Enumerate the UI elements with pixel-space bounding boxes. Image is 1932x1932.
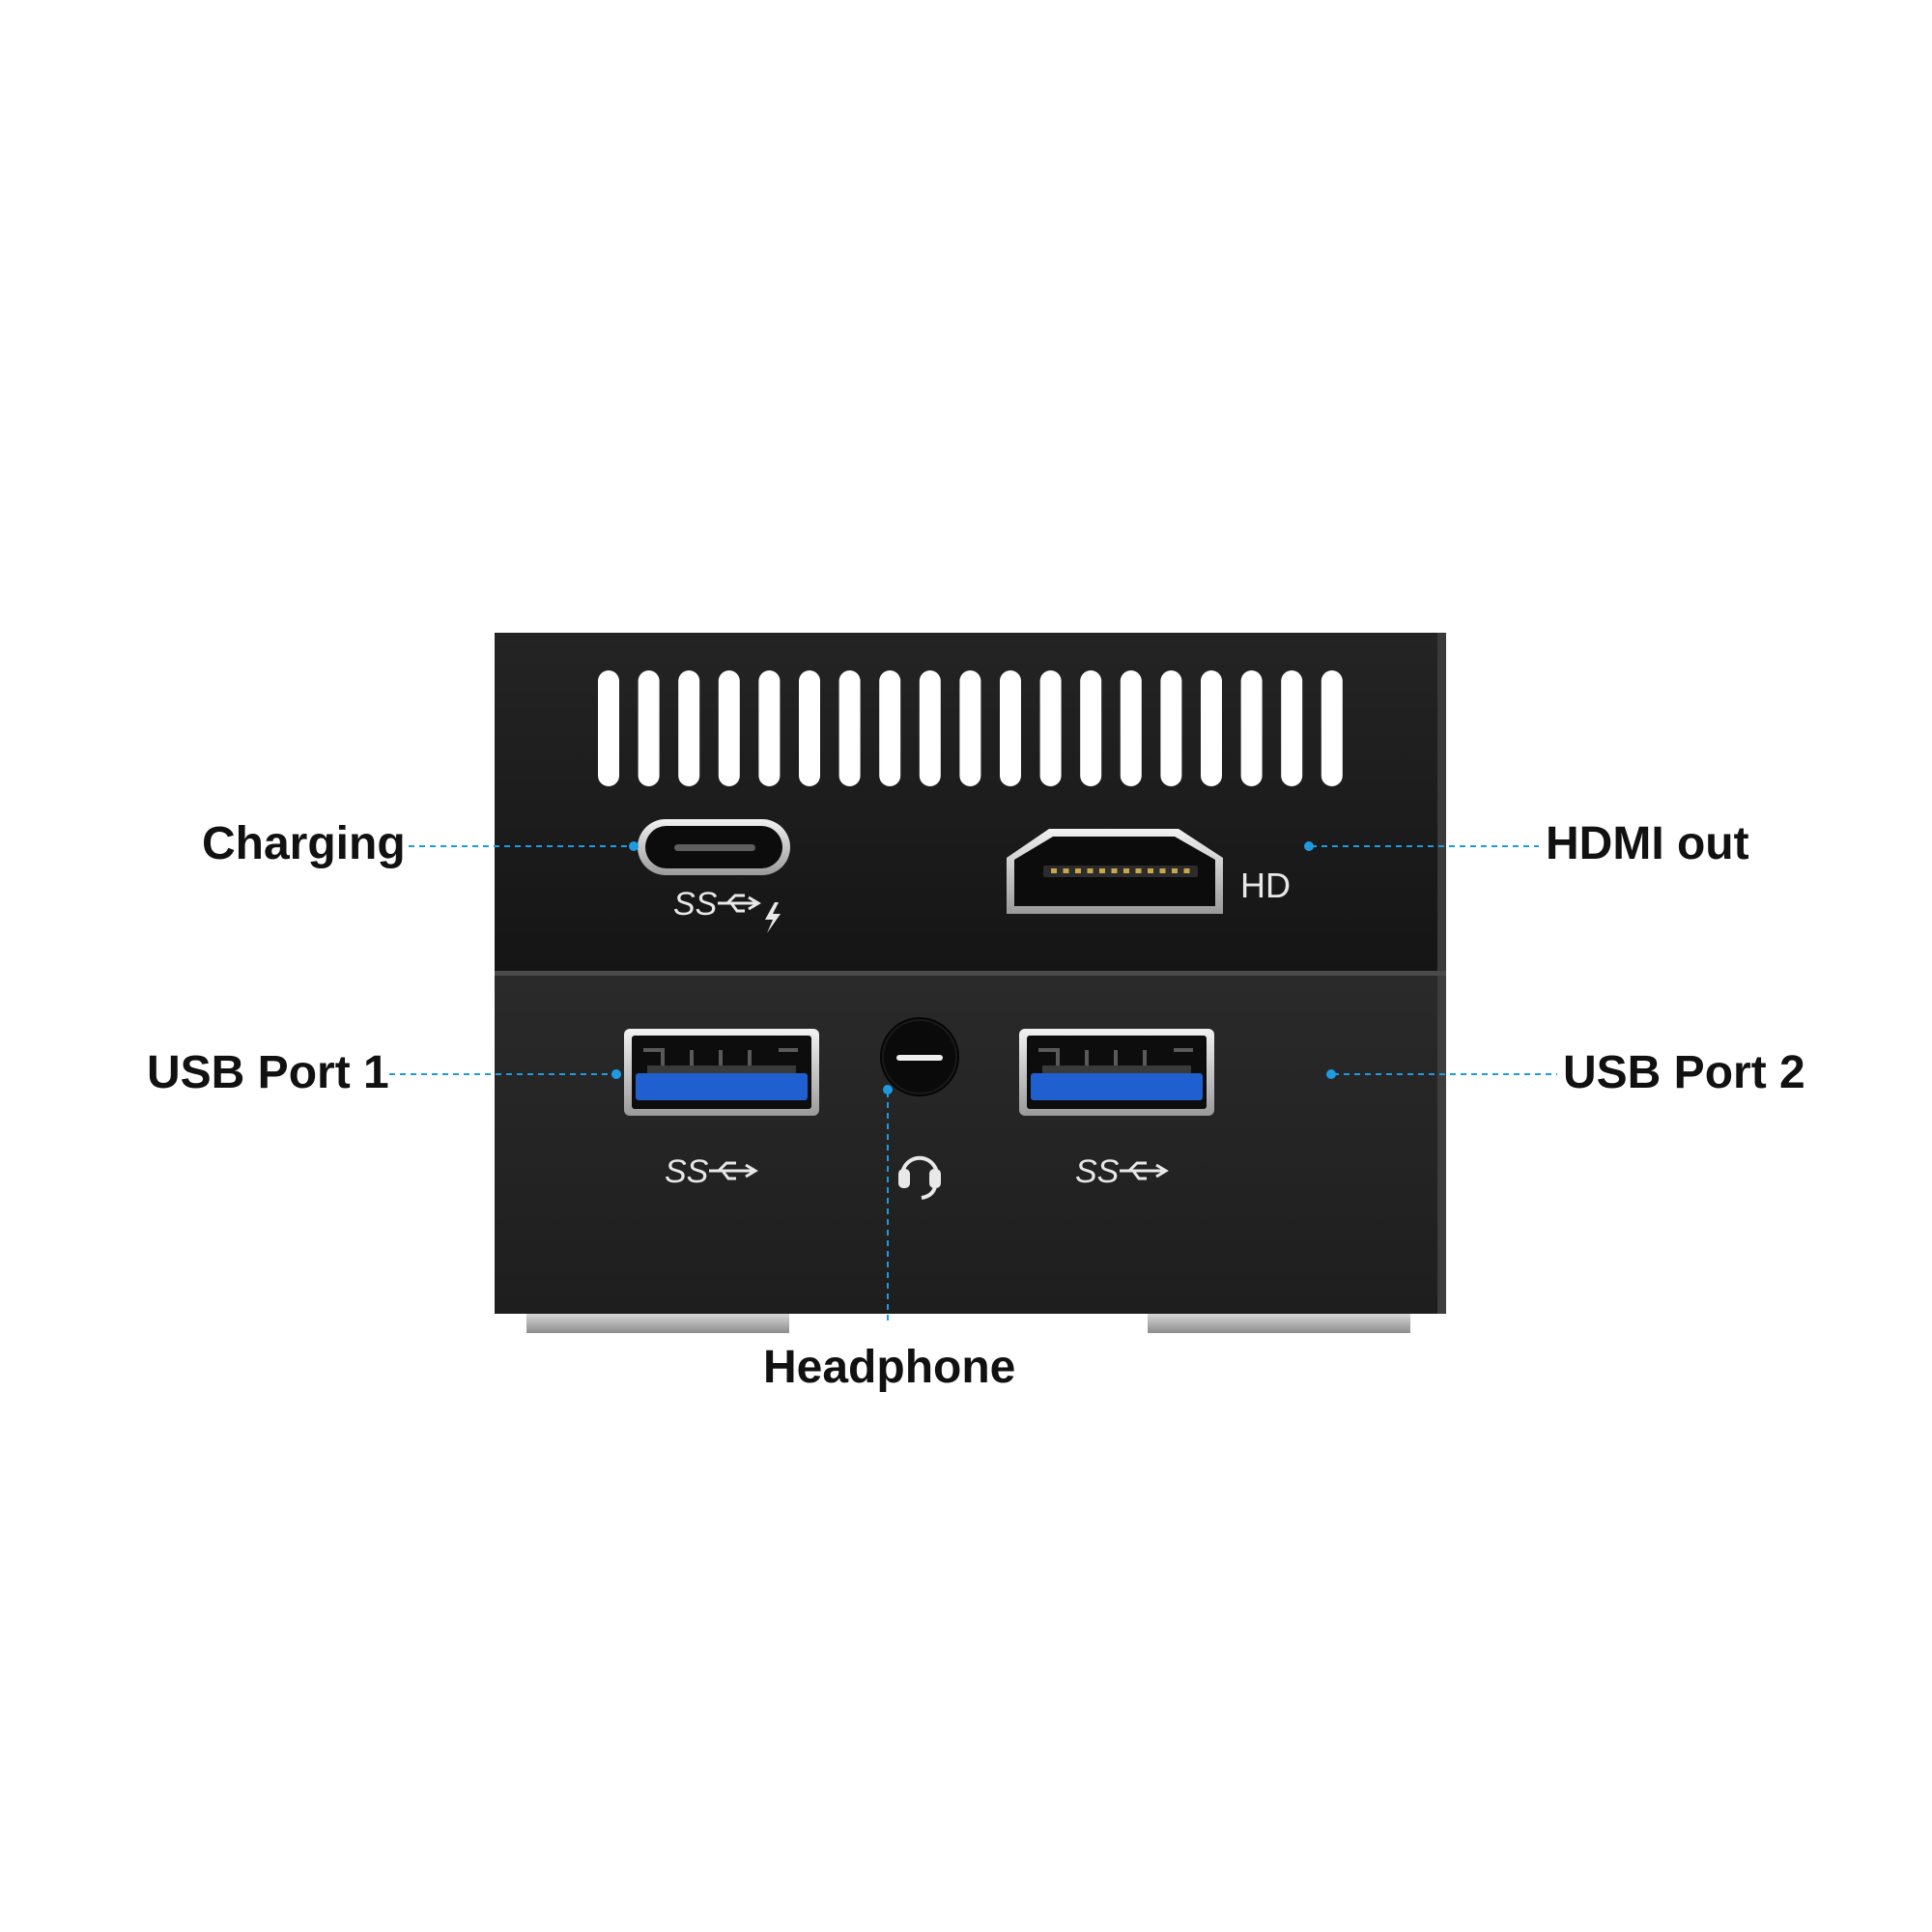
bottom-panel-edge xyxy=(1437,976,1446,1314)
hdmi-contact xyxy=(1111,868,1118,873)
lightning-bolt-icon xyxy=(765,902,781,933)
superspeed-usb-icon: SS xyxy=(665,1153,758,1190)
hdmi-port-icon xyxy=(1007,829,1223,914)
vent-slot xyxy=(959,670,981,786)
usb-trident-icon xyxy=(709,1161,758,1180)
vent-slot xyxy=(1201,670,1222,786)
hdmi-contacts xyxy=(1051,868,1190,873)
hdmi-contact xyxy=(1087,868,1094,873)
hdmi-callout-dot xyxy=(1304,841,1314,851)
usb-trident-icon xyxy=(1120,1161,1169,1180)
vent-slot xyxy=(838,670,861,786)
vent-slot xyxy=(799,670,820,786)
vent-slot xyxy=(598,670,619,786)
vent-slot xyxy=(1120,670,1142,786)
charging-label: Charging xyxy=(202,818,406,869)
hdmi-contact xyxy=(1135,868,1142,873)
vent-slot xyxy=(1321,670,1343,786)
headphone-callout-dot xyxy=(883,1085,893,1094)
usb-a-port-icon xyxy=(624,1029,819,1116)
left-foot xyxy=(526,1314,789,1333)
hdmi-contact xyxy=(1075,868,1081,873)
usb-trident-icon xyxy=(718,894,761,913)
usb1-callout-dot xyxy=(611,1069,621,1079)
headphone-jack-icon xyxy=(880,1017,959,1096)
hdmi-out-label: HDMI out xyxy=(1546,818,1749,869)
hdmi-contact xyxy=(1148,868,1153,873)
superspeed-usb-icon: SS xyxy=(673,886,761,923)
right-foot xyxy=(1148,1314,1410,1333)
vent-slot xyxy=(1039,670,1062,786)
vent-slot xyxy=(1281,670,1303,786)
top-panel-edge xyxy=(1437,633,1446,971)
vent-slot xyxy=(1160,670,1182,786)
hdmi-contact xyxy=(1123,868,1129,873)
usb-port-2-label: USB Port 2 xyxy=(1563,1047,1805,1098)
mini-pc-device xyxy=(495,633,1446,1333)
hdmi-contact xyxy=(1183,868,1190,873)
hdmi-marking: HD xyxy=(1240,866,1291,905)
vent-slot xyxy=(1080,670,1102,786)
vent-grille xyxy=(598,670,1343,786)
hdmi-contact xyxy=(1051,868,1057,873)
superspeed-text: SS xyxy=(665,1153,709,1190)
vent-slot xyxy=(879,670,901,786)
usb-port-1-label: USB Port 1 xyxy=(147,1047,389,1098)
panel-seam xyxy=(495,971,1446,976)
callouts xyxy=(389,841,1557,1321)
charging-callout-dot xyxy=(629,841,639,851)
headphone-label: Headphone xyxy=(763,1342,1015,1393)
vent-slot xyxy=(1240,670,1263,786)
vent-slot xyxy=(638,670,660,786)
hdmi-contact xyxy=(1099,868,1105,873)
superspeed-text: SS xyxy=(1075,1153,1120,1190)
hdmi-contact xyxy=(1159,868,1166,873)
vent-slot xyxy=(758,670,781,786)
usb2-callout-dot xyxy=(1326,1069,1336,1079)
superspeed-usb-icon: SS xyxy=(1075,1153,1169,1190)
headphone-icon xyxy=(898,1155,941,1200)
superspeed-text: SS xyxy=(673,886,718,923)
vent-slot xyxy=(1000,670,1021,786)
hdmi-contact xyxy=(1063,868,1069,873)
vent-slot xyxy=(919,670,941,786)
usb-a-port-icon xyxy=(1019,1029,1214,1116)
vent-slot xyxy=(718,670,740,786)
usb-c-port-icon xyxy=(638,819,790,875)
bottom-panel xyxy=(495,976,1446,1314)
vent-slot xyxy=(678,670,700,786)
hdmi-contact xyxy=(1172,868,1178,873)
